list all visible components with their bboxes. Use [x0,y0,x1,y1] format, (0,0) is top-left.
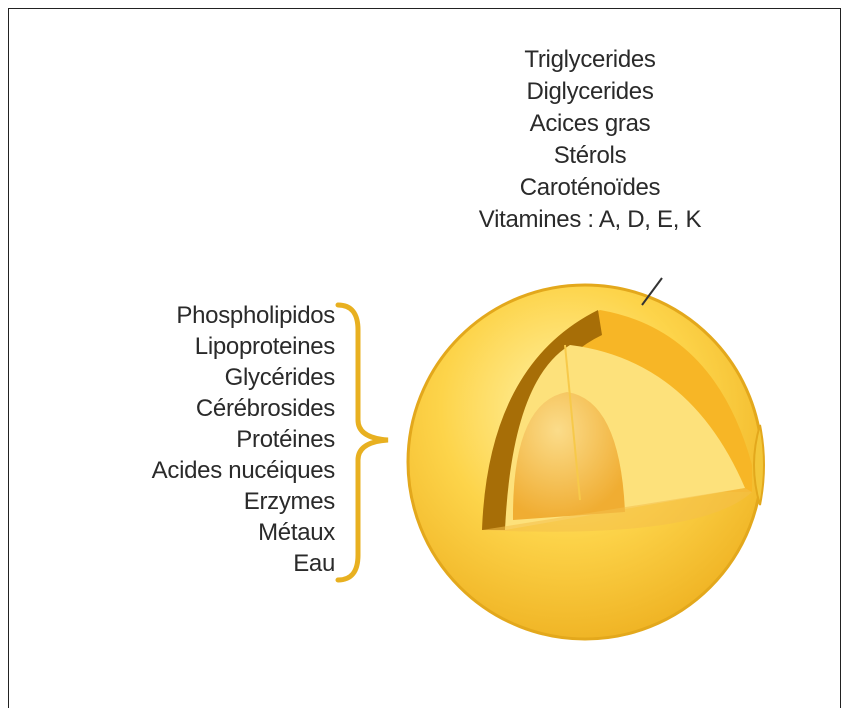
outer-layer-item: Stérols [420,140,760,172]
membrane-item: Cérébrosides [60,393,335,424]
membrane-item: Métaux [60,517,335,548]
outer-layer-item: Diglycerides [420,76,760,108]
curly-brace [338,305,388,580]
outer-layer-item: Acices gras [420,108,760,140]
outer-layer-item: Caroténoïdes [420,172,760,204]
membrane-item: Phospholipidos [60,300,335,331]
outer-layer-item: Triglycerides [420,44,760,76]
membrane-item: Lipoproteines [60,331,335,362]
membrane-item: Protéines [60,424,335,455]
membrane-item: Glycérides [60,362,335,393]
outer-layer-item: Vitamines : A, D, E, K [420,204,760,236]
membrane-item: Acides nucéiques [60,455,335,486]
membrane-item: Eau [60,548,335,579]
outer-layer-list: Triglycerides Diglycerides Acices gras S… [420,44,760,236]
membrane-item: Erzymes [60,486,335,517]
membrane-component-list: Phospholipidos Lipoproteines Glycérides … [60,300,335,579]
